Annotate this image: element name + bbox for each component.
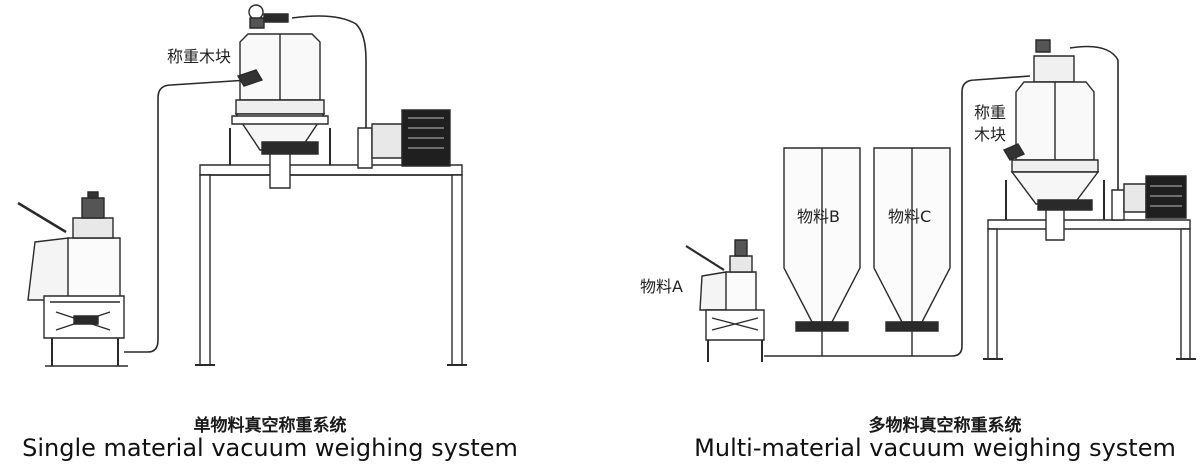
support-frame-left (195, 165, 467, 365)
weighing-block-left (238, 70, 262, 86)
material-c-label: 物料C (888, 207, 932, 226)
vacuum-pump-left (358, 110, 450, 168)
vacuum-hopper-left (230, 5, 330, 188)
conveying-hose-right (764, 76, 1030, 356)
material-b-label: 物料B (797, 207, 840, 226)
conveying-hose-left (124, 80, 248, 352)
feeding-station-left (18, 192, 128, 366)
weighing-block-right (1004, 144, 1024, 160)
single-system-illustration (18, 5, 467, 366)
vacuum-pump-right (1112, 176, 1186, 220)
caption-cn-left: 单物料真空称重系统 (193, 416, 347, 436)
caption-en-left: Single material vacuum weighing system (22, 434, 518, 462)
material-a-label: 物料A (640, 277, 683, 296)
weighing-block-label-right-line1: 称重 (974, 103, 1007, 122)
vacuum-hose-left (292, 16, 366, 128)
vacuum-hopper-right (1006, 40, 1104, 240)
weighing-block-label-right-line2: 木块 (974, 125, 1007, 144)
caption-cn-right: 多物料真空称重系统 (868, 416, 1022, 436)
silo-b (784, 148, 860, 356)
weighing-block-label-left: 称重木块 (167, 47, 232, 66)
silo-c (874, 148, 950, 356)
caption-en-right: Multi-material vacuum weighing system (694, 434, 1176, 462)
feeding-station-right (686, 240, 764, 362)
multi-system-illustration (686, 40, 1196, 362)
support-frame-right (983, 220, 1196, 359)
vacuum-hose-right (1070, 47, 1118, 191)
